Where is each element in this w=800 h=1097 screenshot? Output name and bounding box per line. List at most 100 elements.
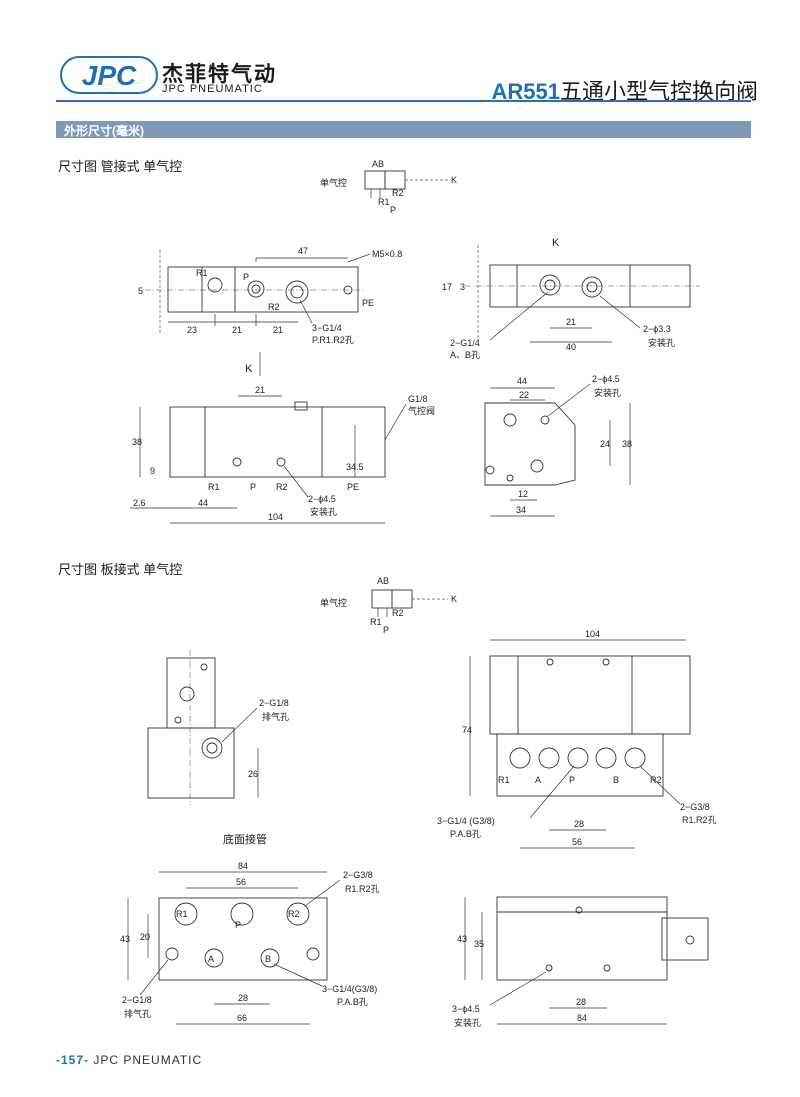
jpc-logo: JPC bbox=[60, 56, 158, 94]
plate-front-dim-104: 104 bbox=[585, 629, 600, 639]
plate-front-dim-74: 74 bbox=[462, 725, 472, 735]
base-side-holes-desc: 安装孔 bbox=[454, 1017, 481, 1028]
plate-dim-38: 38 bbox=[622, 439, 632, 449]
plate-holes-desc: 安装孔 bbox=[594, 387, 621, 398]
pipe-plate-view: 44 22 2−ϕ4.5 安装孔 24 38 12 34 bbox=[484, 374, 632, 517]
end-k-label: K bbox=[552, 237, 560, 249]
pipe-end-view: K 17 3 21 40 2−G1/4 A、B孔 2−ϕ3.3 安装孔 bbox=[442, 237, 700, 360]
base-dim-43: 43 bbox=[120, 934, 130, 944]
end-ports-desc: A、B孔 bbox=[450, 350, 480, 360]
symbol2-ab-label: AB bbox=[377, 576, 389, 586]
symbol-p-label: P bbox=[390, 205, 396, 215]
plate-end-dim-26: 26 bbox=[248, 769, 258, 779]
side-port-pe: PE bbox=[362, 298, 374, 308]
base-dim-20: 20 bbox=[140, 932, 150, 942]
symbol-r2-label: R2 bbox=[392, 188, 404, 198]
plate-front-ports-callout: 3−G1/4 (G3/8) bbox=[437, 816, 495, 826]
plate-front-view: 104 74 R1 A P B R2 2−G3/8 R1.R2孔 3−G1/4 … bbox=[437, 629, 717, 849]
plate-front-port-b: B bbox=[613, 775, 619, 785]
front-k-label: K bbox=[245, 363, 253, 375]
symbol2-p-label: P bbox=[383, 625, 389, 635]
end-dim-21: 21 bbox=[566, 317, 576, 327]
product-name: 五通小型气控换向阀 bbox=[559, 79, 758, 104]
plate-front-port-r2: R2 bbox=[650, 775, 662, 785]
front-dim-34-5: 34.5 bbox=[346, 462, 364, 472]
valve-symbol-plate: AB 单气控 K R1 R2 P bbox=[320, 576, 457, 635]
product-title: AR551五通小型气控换向阀 bbox=[492, 74, 759, 106]
base-ports-callout: 3−G1/4(G3/8) bbox=[322, 984, 377, 994]
side-port-r1: R1 bbox=[196, 268, 208, 278]
symbol2-r1-label: R1 bbox=[370, 617, 382, 627]
base-g38-callout: 2−G3/8 bbox=[343, 870, 373, 880]
logo-text: JPC bbox=[82, 60, 137, 91]
front-port-p: P bbox=[250, 482, 256, 492]
plate-dim-34: 34 bbox=[516, 505, 526, 515]
plate-front-port-a: A bbox=[535, 775, 541, 785]
plate-front-ports-desc: P.A.B孔 bbox=[450, 829, 481, 839]
end-ports-callout: 2−G1/4 bbox=[450, 338, 480, 348]
page-number: -157- bbox=[56, 1053, 90, 1067]
side-dim-23: 23 bbox=[187, 325, 197, 335]
plate-end-exhaust-desc: 排气孔 bbox=[262, 711, 289, 722]
symbol-k-label: K bbox=[451, 175, 457, 185]
end-dim-40: 40 bbox=[566, 342, 576, 352]
plate-type-heading: 尺寸图 板接式 单气控 bbox=[58, 562, 183, 577]
front-port-r1: R1 bbox=[208, 482, 220, 492]
pipe-side-view: 47 M5×0.8 5 R1 P R2 PE 23 21 21 3−G1/4 P… bbox=[138, 246, 402, 345]
side-thread-m5: M5×0.8 bbox=[372, 249, 402, 259]
base-dim-66: 66 bbox=[237, 1013, 247, 1023]
section-title: 外形尺寸(毫米) bbox=[64, 124, 144, 138]
pipe-front-view: K 21 G1/8 气控阀 38 9 34.5 R1 P R2 PE 2−ϕ4.… bbox=[130, 352, 435, 524]
front-holes-desc: 安装孔 bbox=[310, 506, 337, 517]
symbol-ab-label: AB bbox=[372, 159, 384, 169]
base-side-dim-84: 84 bbox=[577, 1013, 587, 1023]
side-port-r2: R2 bbox=[268, 302, 280, 312]
plate-end-exhaust-callout: 2−G1/8 bbox=[259, 698, 289, 708]
end-holes-callout: 2−ϕ3.3 bbox=[643, 324, 671, 334]
valve-symbol-pipe: AB 单气控 K R1 R2 P bbox=[320, 159, 457, 215]
front-holes-callout: 2−ϕ4.5 bbox=[308, 494, 336, 504]
base-port-a: A bbox=[208, 954, 214, 964]
brand-en: JPC PNEUMATIC bbox=[162, 83, 263, 95]
end-holes-desc: 安装孔 bbox=[648, 337, 675, 348]
base-dim-56: 56 bbox=[236, 877, 246, 887]
base-exhaust-desc: 排气孔 bbox=[124, 1008, 151, 1019]
front-dim-104: 104 bbox=[268, 512, 283, 522]
front-port-pe: PE bbox=[347, 482, 359, 492]
side-port-p: P bbox=[243, 272, 249, 282]
symbol2-r2-label: R2 bbox=[392, 608, 404, 618]
plate-front-g38-callout: 2−G3/8 bbox=[680, 802, 710, 812]
footer: -157- JPC PNEUMATIC bbox=[56, 1053, 202, 1067]
base-port-p: P bbox=[235, 920, 241, 930]
base-view-title: 底面接管 bbox=[223, 834, 267, 846]
base-side-holes-callout: 3−ϕ4.5 bbox=[452, 1004, 480, 1014]
footer-brand: JPC PNEUMATIC bbox=[93, 1053, 203, 1067]
symbol2-k-label: K bbox=[451, 594, 457, 604]
plate-front-port-r1: R1 bbox=[498, 775, 510, 785]
front-dim-38: 38 bbox=[132, 437, 142, 447]
front-dim-9: 9 bbox=[150, 466, 155, 476]
base-dim-84: 84 bbox=[238, 861, 248, 871]
plate-front-dim-56: 56 bbox=[572, 837, 582, 847]
side-ports-callout: 3−G1/4 bbox=[312, 323, 342, 333]
symbol2-mode-label: 单气控 bbox=[320, 597, 347, 608]
front-dim-2-6: 2.6 bbox=[133, 498, 146, 508]
plate-dim-12: 12 bbox=[518, 489, 528, 499]
side-ports-desc: P.R1.R2孔 bbox=[312, 335, 354, 345]
side-dim-21a: 21 bbox=[232, 325, 242, 335]
front-dim-21: 21 bbox=[255, 385, 265, 395]
base-port-r1: R1 bbox=[176, 909, 188, 919]
plate-holes-callout: 2−ϕ4.5 bbox=[592, 374, 620, 384]
plate-front-g38-desc: R1.R2孔 bbox=[682, 815, 717, 825]
plate-front-port-p: P bbox=[569, 775, 575, 785]
plate-dim-44: 44 bbox=[517, 376, 527, 386]
front-g18-desc: 气控阀 bbox=[408, 405, 435, 416]
base-bottom-view: 84 56 2−G3/8 R1.R2孔 43 20 R1 P R2 A B 3−… bbox=[120, 861, 380, 1025]
section-bar: 外形尺寸(毫米) bbox=[56, 121, 751, 138]
symbol-r1-label: R1 bbox=[378, 197, 390, 207]
symbol-mode-label: 单气控 bbox=[320, 177, 347, 188]
end-dim-17: 17 bbox=[442, 282, 452, 292]
front-g18-callout: G1/8 bbox=[408, 394, 428, 404]
base-dim-28: 28 bbox=[238, 993, 248, 1003]
